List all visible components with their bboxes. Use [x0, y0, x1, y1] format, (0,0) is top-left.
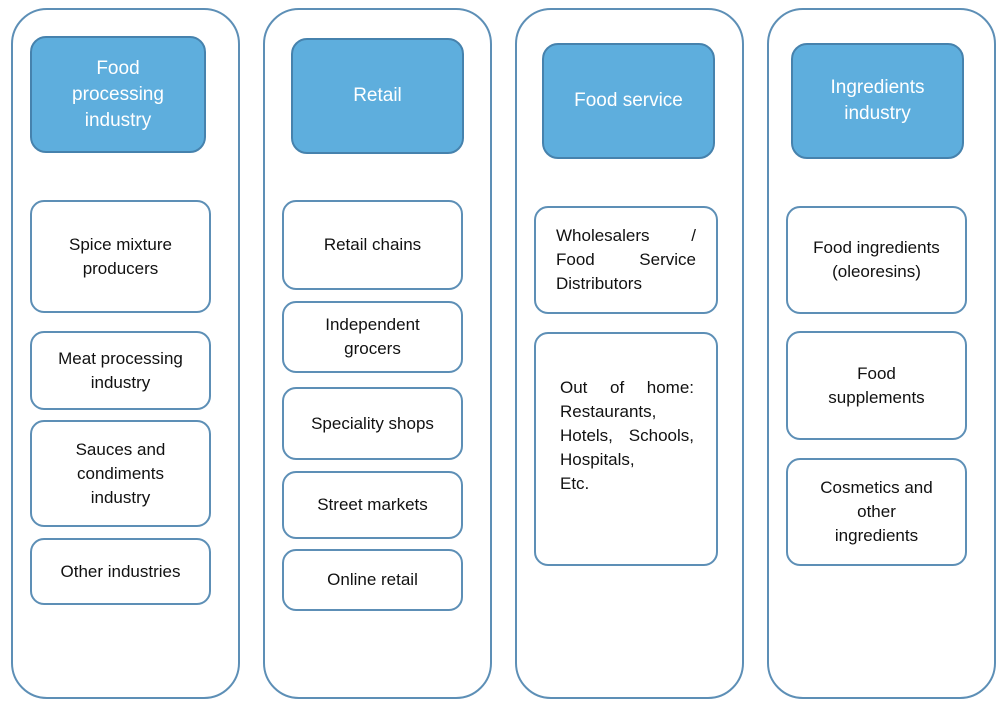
header-retail: Retail: [291, 38, 464, 154]
item-wholesalers-distributors: Wholesalers / Food Service Distributors: [534, 206, 718, 314]
item-meat-processing: Meat processing industry: [30, 331, 211, 410]
header-food-processing: Food processing industry: [30, 36, 206, 153]
item-speciality-shops: Speciality shops: [282, 387, 463, 460]
item-retail-chains: Retail chains: [282, 200, 463, 290]
item-cosmetics-other: Cosmetics and other ingredients: [786, 458, 967, 566]
item-food-supplements: Food supplements: [786, 331, 967, 440]
item-independent-grocers: Independent grocers: [282, 301, 463, 373]
item-online-retail: Online retail: [282, 549, 463, 611]
item-out-of-home: Out of home: Restaurants, Hotels, School…: [534, 332, 718, 566]
header-ingredients: Ingredients industry: [791, 43, 964, 159]
header-food-service: Food service: [542, 43, 715, 159]
item-sauces-condiments: Sauces and condiments industry: [30, 420, 211, 527]
item-spice-mixture-producers: Spice mixture producers: [30, 200, 211, 313]
item-street-markets: Street markets: [282, 471, 463, 539]
item-other-industries: Other industries: [30, 538, 211, 605]
item-food-ingredients: Food ingredients (oleoresins): [786, 206, 967, 314]
